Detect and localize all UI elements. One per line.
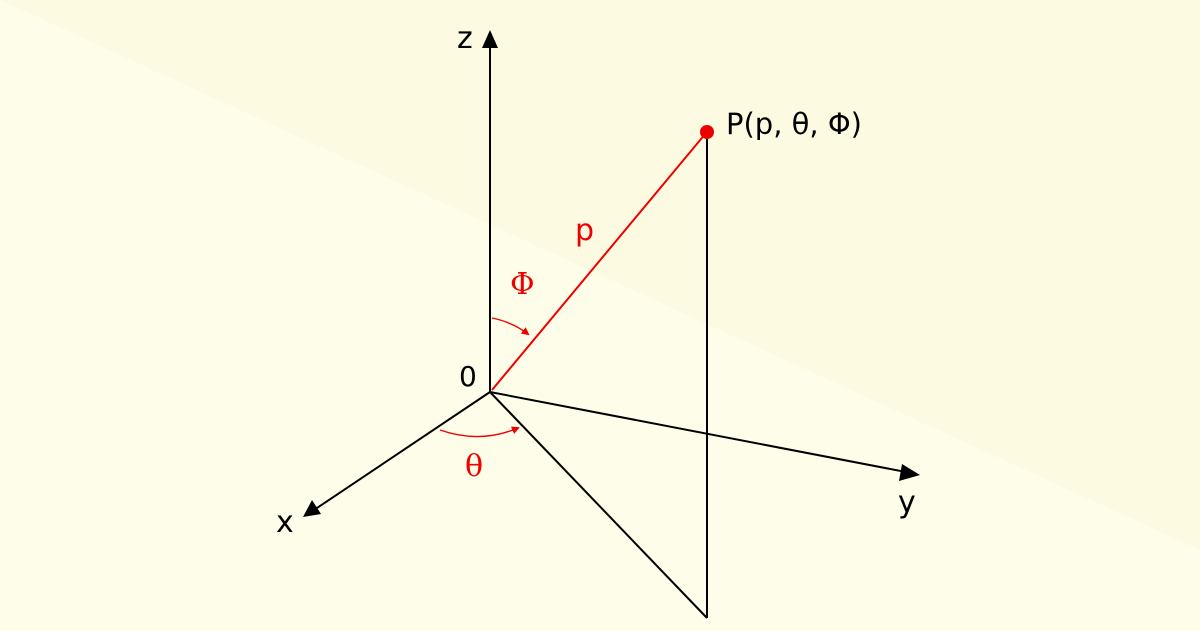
phi-label: Φ — [510, 267, 535, 302]
x-axis-line — [313, 391, 491, 511]
background-band — [0, 0, 1200, 550]
y-axis-label: y — [898, 485, 916, 520]
radius-vector — [491, 132, 707, 391]
x-axis-arrowhead — [303, 500, 321, 517]
theta-angle-arc — [439, 426, 520, 438]
origin-label: 0 — [459, 360, 477, 393]
projection-line — [489, 391, 708, 619]
z-axis-label: z — [457, 21, 473, 56]
x-axis-label: x — [276, 505, 294, 540]
point-p-label: P(p, θ, Φ) — [726, 107, 862, 141]
y-axis-line — [489, 391, 907, 473]
z-axis-arrowhead — [482, 30, 498, 48]
theta-label: θ — [465, 449, 483, 484]
radius-label: p — [575, 213, 594, 248]
point-p-marker — [700, 125, 714, 139]
y-axis-arrowhead — [899, 464, 920, 481]
phi-angle-arc — [491, 317, 530, 336]
